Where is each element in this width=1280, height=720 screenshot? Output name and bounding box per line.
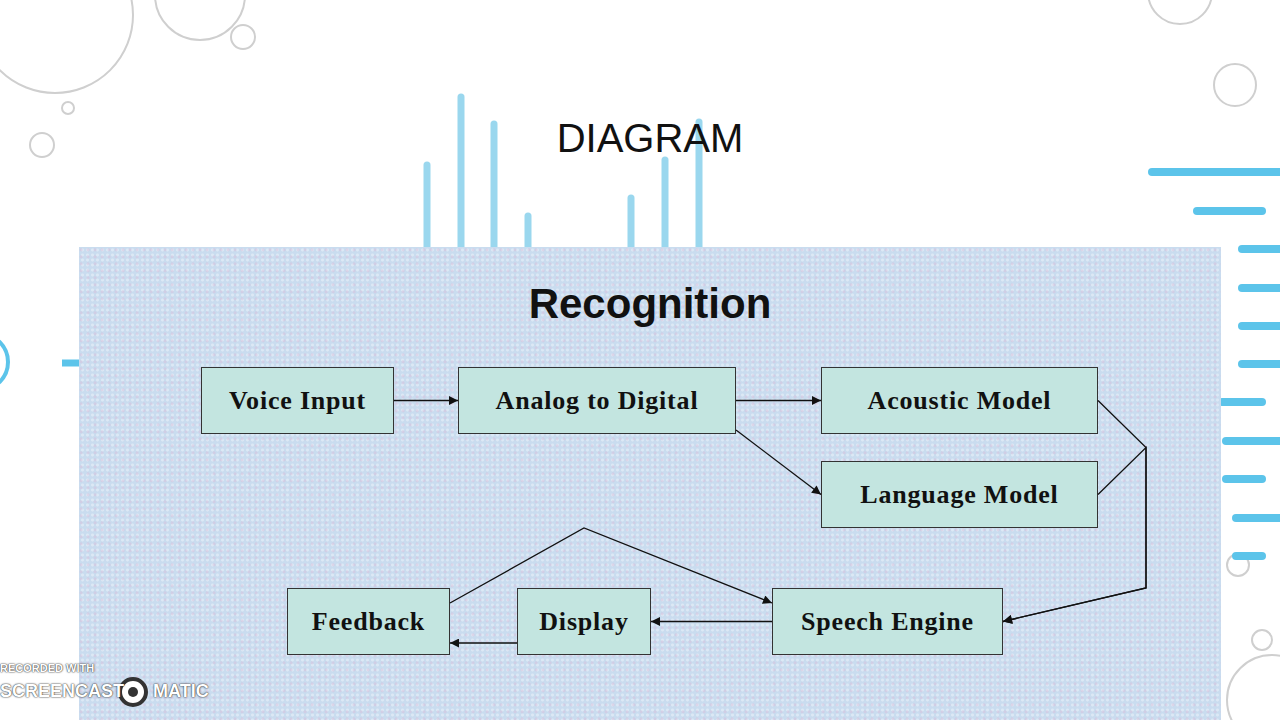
accent-bar (1236, 514, 1280, 522)
ring (0, 334, 8, 390)
accent-bar (1152, 168, 1280, 176)
process-box: Feedback (287, 588, 450, 655)
bubble (1252, 630, 1272, 650)
watermark-logo (128, 687, 138, 697)
accent-bar (1197, 207, 1262, 215)
process-box: Voice Input (201, 367, 394, 434)
bubble (1214, 64, 1256, 106)
bubble (62, 102, 74, 114)
box-label: Voice Input (229, 386, 366, 416)
accent-bar (1222, 398, 1262, 406)
flow-arrow (450, 642, 517, 643)
accent-bar (1226, 475, 1262, 483)
accent-bar (525, 216, 532, 250)
accent-bar (628, 198, 635, 250)
watermark-logo (120, 679, 146, 705)
slide-title: DIAGRAM (450, 116, 850, 161)
process-box: Acoustic Model (821, 367, 1098, 434)
box-label: Language Model (860, 480, 1058, 510)
flow-arrow (394, 400, 458, 401)
box-label: Display (539, 607, 628, 637)
accent-bar (1242, 284, 1280, 292)
accent-bar (458, 97, 465, 250)
process-box: Analog to Digital (458, 367, 736, 434)
box-label: Analog to Digital (496, 386, 699, 416)
bubble (231, 25, 255, 49)
bubble (1148, 0, 1212, 24)
process-box: Language Model (821, 461, 1098, 528)
process-box: Speech Engine (772, 588, 1003, 655)
accent-bar (662, 160, 669, 250)
process-box: Display (517, 588, 651, 655)
watermark: SCREENCAST (0, 681, 118, 702)
watermark: RECORDED WITH (0, 662, 120, 674)
box-label: Acoustic Model (868, 386, 1052, 416)
bubble (1227, 655, 1280, 720)
bubble (0, 0, 133, 93)
flow-arrow (651, 621, 772, 622)
accent-bar (62, 360, 80, 367)
accent-bar (1242, 360, 1280, 368)
accent-bar (1242, 245, 1280, 253)
watermark: MATIC (153, 681, 233, 702)
flow-arrow (736, 400, 821, 401)
accent-bar (1226, 437, 1280, 445)
flow-arrow (736, 430, 821, 495)
bubble (30, 133, 54, 157)
accent-bar (1242, 322, 1280, 330)
accent-bar (424, 165, 431, 250)
accent-bar (491, 124, 498, 250)
box-label: Speech Engine (801, 607, 974, 637)
diagram-heading: Recognition (450, 280, 850, 328)
accent-bar (1236, 552, 1262, 560)
box-label: Feedback (312, 607, 425, 637)
